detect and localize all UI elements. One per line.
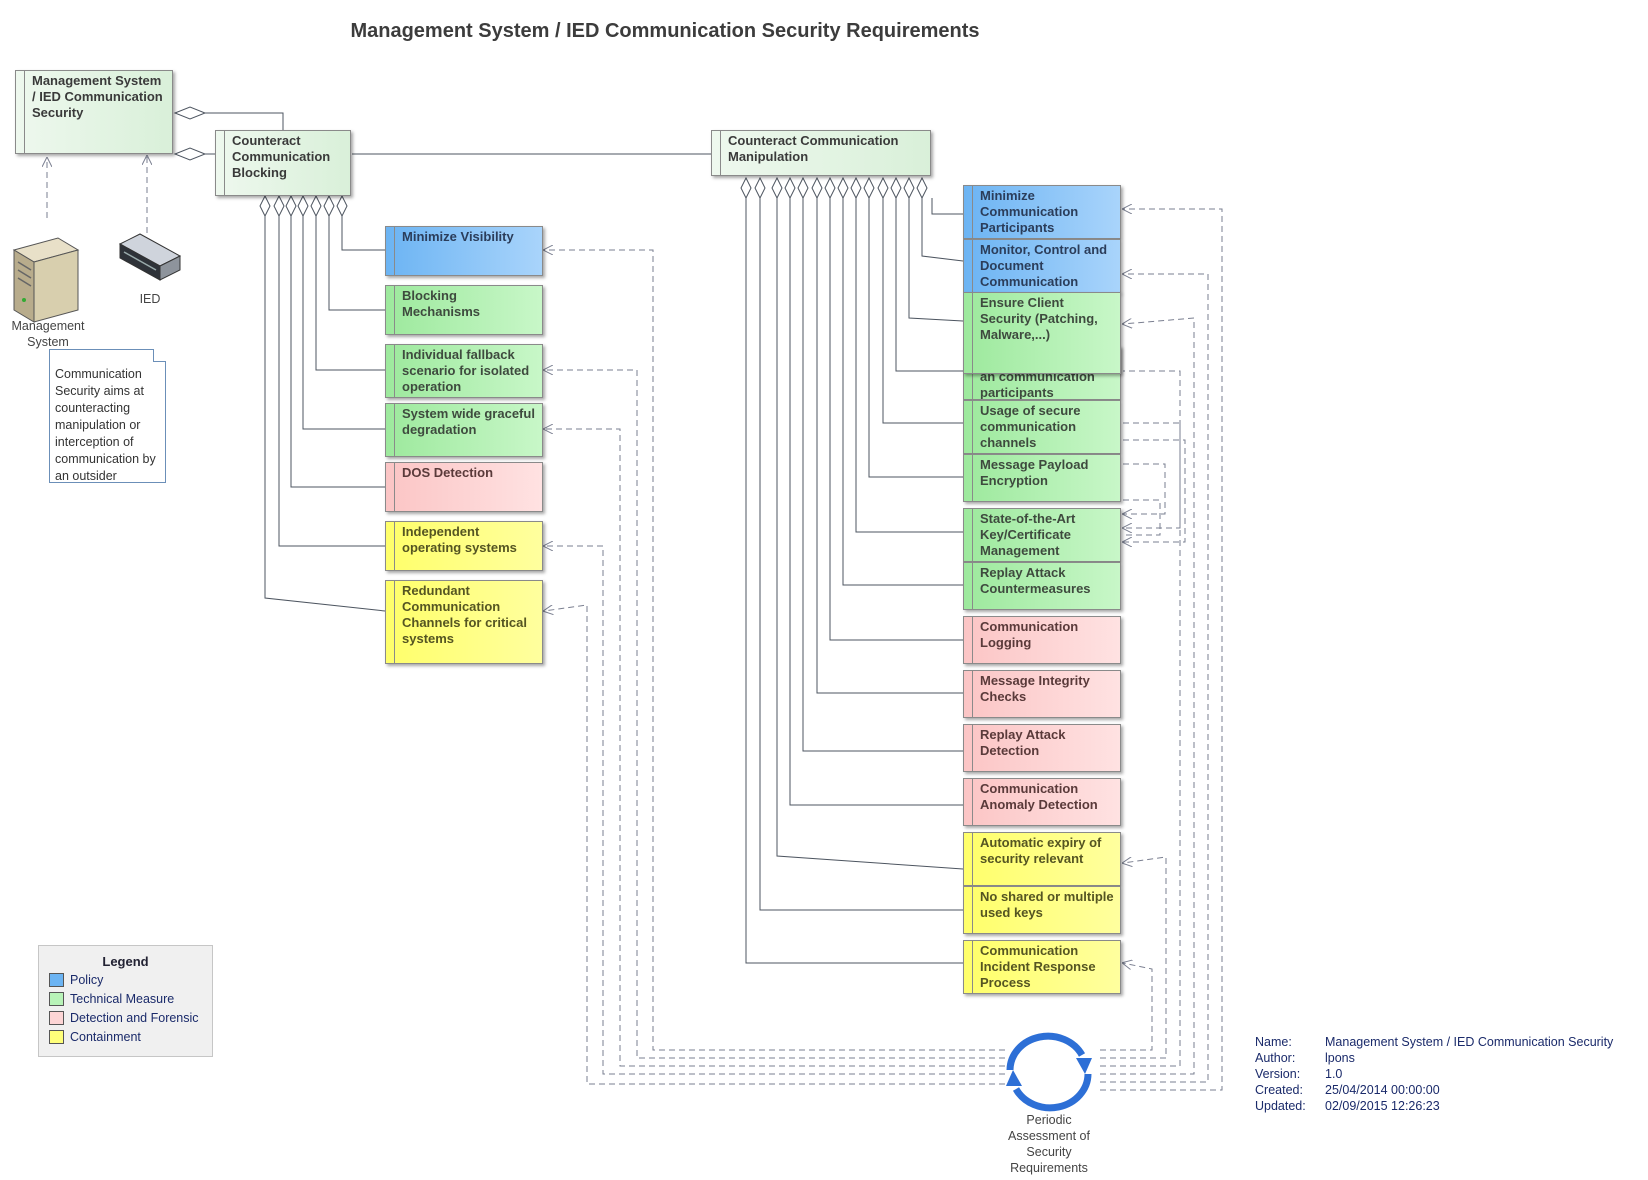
req-graceful-degradation[interactable]: System wide graceful degradation [385, 403, 543, 457]
req-counteract-manipulation[interactable]: Counteract Communication Manipulation [711, 130, 931, 176]
req-anomaly-detection[interactable]: Communication Anomaly Detection [963, 778, 1121, 826]
req-replay-countermeasures[interactable]: Replay Attack Countermeasures [963, 562, 1121, 610]
req-root[interactable]: Management System / IED Communication Se… [15, 70, 173, 154]
actor-management-system-label: Management System [11, 319, 85, 349]
meta-created-label: Created: [1255, 1083, 1303, 1097]
req-payload-encryption[interactable]: Message Payload Encryption [963, 454, 1121, 502]
legend-item-policy: Policy [49, 972, 212, 988]
periodic-assessment-label: Periodic Assessment of Security Requirem… [1008, 1113, 1090, 1175]
cycle-arrowhead-right [1076, 1058, 1092, 1074]
legend-label-containment: Containment [70, 1030, 141, 1044]
legend: Legend Policy Technical Measure Detectio… [38, 945, 213, 1057]
meta-updated: 02/09/2015 12:26:23 [1325, 1099, 1440, 1113]
req-key-management[interactable]: State-of-the-Art Key/Certificate Managem… [963, 508, 1121, 562]
note-fold-corner [153, 349, 166, 362]
meta-name: Management System / IED Communication Se… [1325, 1035, 1614, 1049]
note-text: Communication Security aims at counterac… [55, 367, 156, 483]
legend-label-technical: Technical Measure [70, 992, 175, 1006]
diagram-metadata: Name: Management System / IED Communicati… [1255, 1034, 1613, 1114]
cycle-arrowhead-left [1006, 1070, 1022, 1086]
legend-item-technical: Technical Measure [49, 991, 212, 1007]
req-blocking-mechanisms[interactable]: Blocking Mechanisms [385, 285, 543, 335]
meta-updated-label: Updated: [1255, 1099, 1306, 1113]
req-dos-detection[interactable]: DOS Detection [385, 462, 543, 512]
legend-swatch-detection [49, 1011, 64, 1025]
req-independent-os[interactable]: Independent operating systems [385, 521, 543, 571]
meta-version: 1.0 [1325, 1067, 1343, 1081]
meta-created: 25/04/2014 00:00:00 [1325, 1083, 1440, 1097]
legend-label-detection: Detection and Forensic [70, 1011, 199, 1025]
meta-version-label: Version: [1255, 1067, 1301, 1081]
cycle-icon [1006, 1032, 1092, 1112]
req-incident-response[interactable]: Communication Incident Response Process [963, 940, 1121, 994]
legend-swatch-technical [49, 992, 64, 1006]
req-redundant-channels[interactable]: Redundant Communication Channels for cri… [385, 580, 543, 664]
legend-swatch-containment [49, 1030, 64, 1044]
server-icon [12, 237, 80, 323]
req-integrity-checks[interactable]: Message Integrity Checks [963, 670, 1121, 718]
device-icon [118, 233, 182, 281]
req-replay-detection[interactable]: Replay Attack Detection [963, 724, 1121, 772]
legend-swatch-policy [49, 973, 64, 987]
legend-title: Legend [102, 954, 149, 969]
actor-ied-label: IED [139, 292, 161, 306]
req-individual-fallback[interactable]: Individual fallback scenario for isolate… [385, 344, 543, 398]
meta-name-label: Name: [1255, 1035, 1292, 1049]
diagram-title: Management System / IED Communication Se… [350, 20, 980, 42]
req-client-security[interactable]: Ensure Client Security (Patching, Malwar… [963, 292, 1121, 374]
req-minimize-participants[interactable]: Minimize Communication Participants [963, 185, 1121, 239]
legend-label-policy: Policy [70, 973, 104, 987]
req-secure-channels[interactable]: Usage of secure communication channels [963, 400, 1121, 454]
meta-author-label: Author: [1255, 1051, 1296, 1065]
req-no-shared-keys[interactable]: No shared or multiple used keys [963, 886, 1121, 934]
note: Communication Security aims at counterac… [49, 349, 166, 483]
req-minimize-visibility[interactable]: Minimize Visibility [385, 226, 543, 276]
req-communication-logging[interactable]: Communication Logging [963, 616, 1121, 664]
legend-item-containment: Containment [49, 1029, 212, 1045]
req-counteract-blocking[interactable]: Counteract Communication Blocking [215, 130, 351, 196]
meta-author: lpons [1325, 1051, 1355, 1065]
req-monitor-control[interactable]: Monitor, Control and Document Communicat… [963, 239, 1121, 293]
legend-item-detection: Detection and Forensic [49, 1010, 212, 1026]
req-automatic-expiry[interactable]: Automatic expiry of security relevant [963, 832, 1121, 886]
